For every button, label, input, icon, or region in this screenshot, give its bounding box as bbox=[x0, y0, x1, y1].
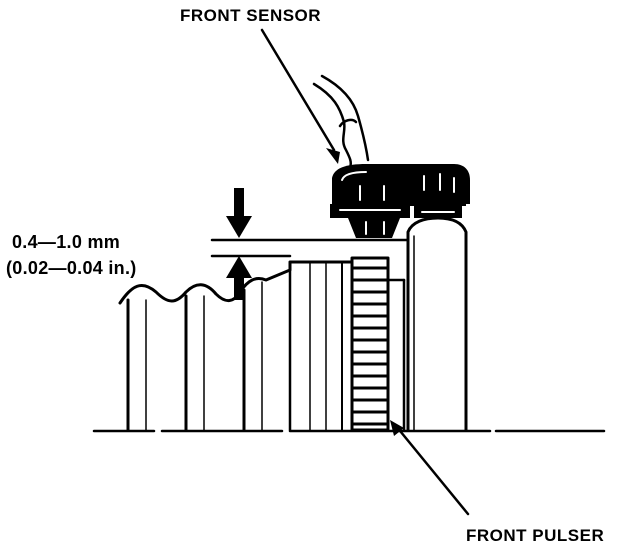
pulser-teeth bbox=[351, 266, 389, 426]
gap-reference-lines bbox=[210, 238, 410, 258]
sensor-mount-post bbox=[406, 216, 468, 432]
gap-in-label: (0.02—0.04 in.) bbox=[6, 258, 137, 278]
gap-arrow-up bbox=[226, 256, 252, 300]
front-pulser-arrowhead bbox=[390, 420, 404, 436]
gap-arrow-down bbox=[226, 188, 252, 238]
front-pulser-label: FRONT PULSER bbox=[466, 526, 605, 545]
front-pulser-ring bbox=[350, 256, 406, 432]
sensor-head-highlights bbox=[339, 171, 455, 235]
sensor-cable bbox=[312, 74, 370, 170]
gap-mm-label: 0.4—1.0 mm bbox=[12, 232, 121, 252]
front-sensor-label: FRONT SENSOR bbox=[180, 6, 322, 25]
hub-body bbox=[118, 260, 354, 432]
leader-lines bbox=[260, 28, 470, 516]
front-sensor-head bbox=[330, 164, 470, 238]
front-sensor-arrowhead bbox=[326, 148, 340, 164]
